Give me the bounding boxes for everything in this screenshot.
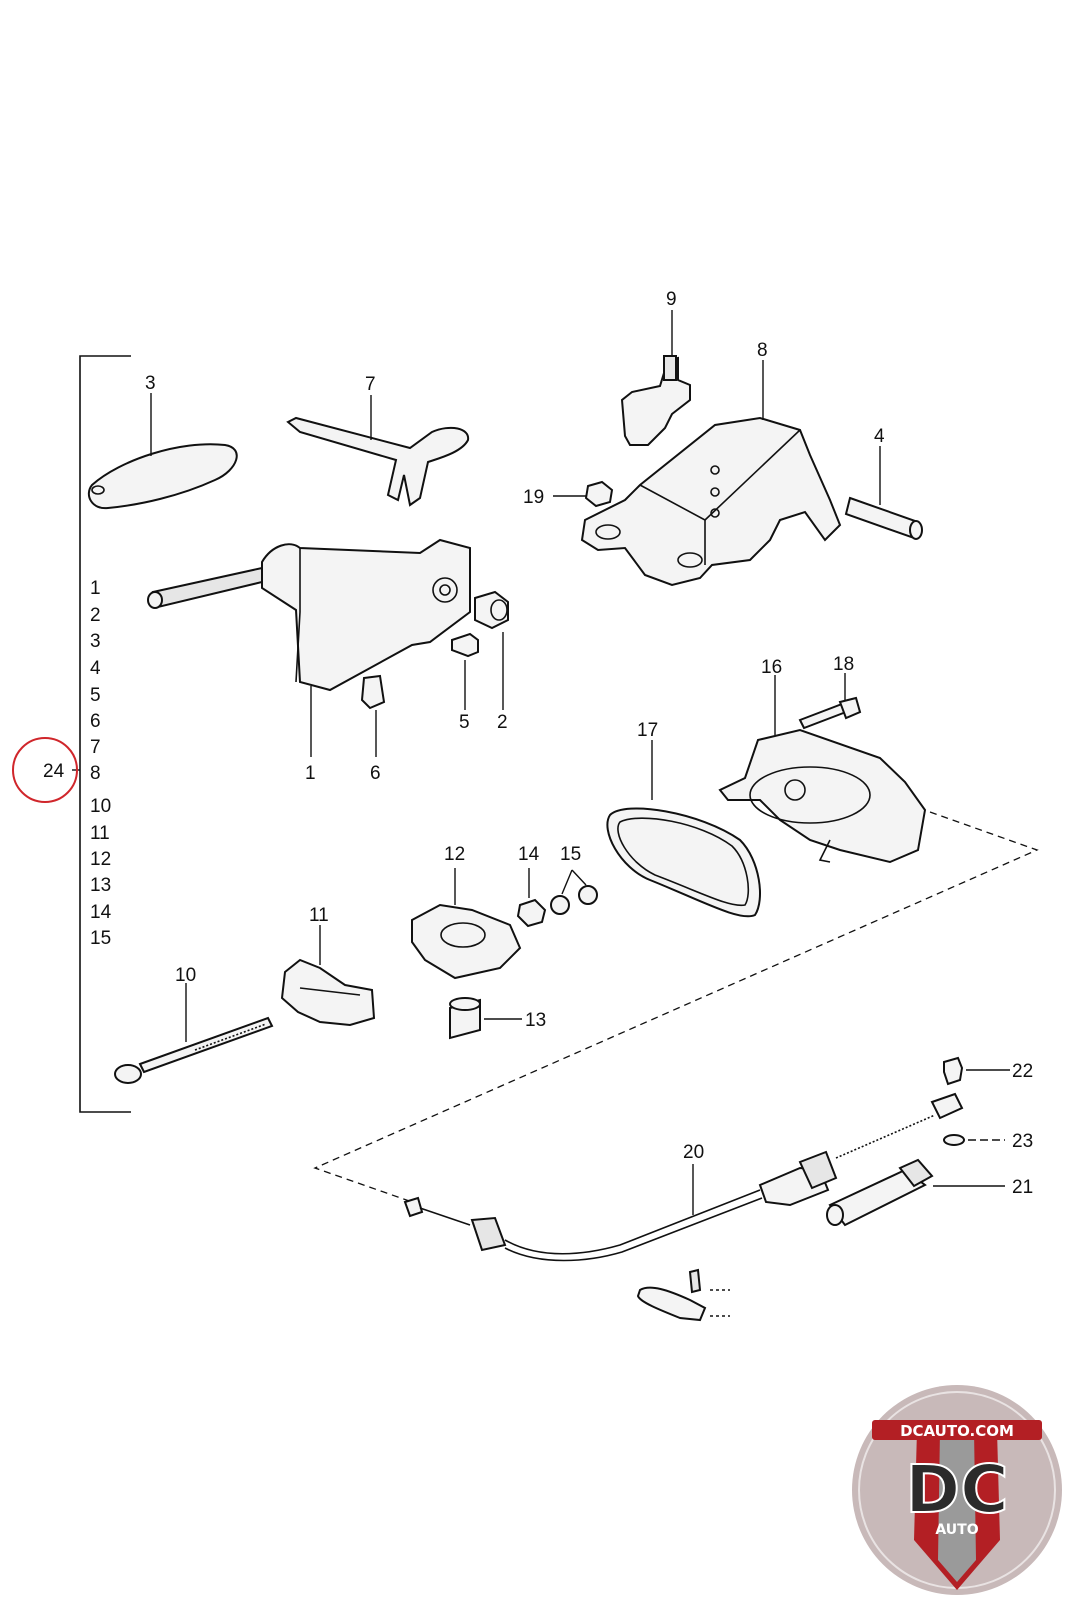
callout-22: 22 (1012, 1061, 1033, 1082)
callout-20: 20 (683, 1142, 704, 1163)
dashed-connection-lines (313, 811, 1039, 1204)
part-14-nut (516, 868, 547, 928)
group-number: 24 (43, 761, 65, 782)
assembly-item: 12 (90, 849, 111, 870)
assembly-item: 10 (90, 796, 111, 817)
part-11-cable-guide (280, 925, 376, 1027)
part-5-bolt (451, 632, 479, 710)
callout-12: 12 (444, 844, 465, 865)
part-1-lever-body (147, 538, 471, 757)
callout-18: 18 (833, 654, 854, 675)
callout-1: 1 (305, 763, 316, 784)
assembly-item: 6 (90, 711, 101, 732)
part-15-lock-nuts (550, 869, 598, 915)
part-12-cable-holder (411, 868, 522, 980)
part-8-mounting-bracket (580, 360, 842, 587)
callout-8: 8 (757, 340, 768, 361)
callout-19: 19 (523, 487, 544, 508)
logo-word: AUTO (935, 1522, 978, 1538)
callout-7: 7 (365, 374, 376, 395)
logo-letters: DC (905, 1451, 1008, 1528)
callout-10: 10 (175, 965, 196, 986)
callout-23: 23 (1012, 1131, 1033, 1152)
part-16-housing (718, 675, 927, 864)
assembly-item: 5 (90, 685, 101, 706)
logo-banner (872, 1420, 1042, 1440)
part-20-cable (403, 1092, 964, 1262)
group-number-marker: 24 (12, 737, 78, 803)
assembly-item: 15 (90, 928, 111, 949)
part-13-sleeve (449, 997, 522, 1040)
part-21-sleeve-tube (826, 1158, 1005, 1227)
assembly-index-list: 1 2 3 4 5 6 7 8 10 11 12 13 14 15 (90, 578, 112, 949)
callout-13: 13 (525, 1010, 546, 1031)
callout-3: 3 (145, 373, 156, 394)
assembly-item: 14 (90, 902, 112, 923)
part-3-handle-grip (87, 393, 238, 510)
callout-21: 21 (1012, 1177, 1033, 1198)
callout-9: 9 (666, 289, 677, 310)
part-23-washer (943, 1134, 1005, 1146)
part-10-threaded-rod (114, 983, 274, 1084)
assembly-item: 4 (90, 658, 101, 679)
part-17-gasket (606, 740, 761, 918)
part-22-bolt (943, 1056, 1010, 1086)
assembly-item: 11 (90, 823, 110, 844)
assembly-item: 2 (90, 605, 101, 626)
dcauto-logo: DCAUTO.COM DC AUTO (852, 1385, 1062, 1595)
callout-17: 17 (637, 720, 658, 741)
part-7-release-lever (286, 395, 470, 507)
part-2-bushing (474, 590, 509, 710)
cable-end-clip (636, 1268, 730, 1322)
part-4-pin (844, 446, 923, 540)
assembly-item: 7 (90, 737, 101, 758)
part-6-clip (360, 674, 386, 757)
assembly-item: 8 (90, 763, 101, 784)
assembly-item: 1 (90, 578, 101, 599)
part-18-bolt (798, 673, 862, 730)
callout-15: 15 (560, 844, 581, 865)
logo-shield-stripe (938, 1430, 976, 1582)
logo-site-text: DCAUTO.COM (900, 1422, 1014, 1440)
assembly-item: 3 (90, 631, 101, 652)
callout-14: 14 (518, 844, 540, 865)
part-9-bracket (620, 310, 691, 446)
callout-6: 6 (370, 763, 381, 784)
callout-16: 16 (761, 657, 782, 678)
callout-4: 4 (874, 426, 885, 447)
assembly-item: 13 (90, 875, 111, 896)
callout-labels: 3 7 9 8 4 19 1 6 5 2 16 18 17 12 14 15 1… (145, 289, 1033, 1198)
callout-5: 5 (459, 712, 470, 733)
callout-11: 11 (309, 905, 329, 926)
callout-2: 2 (497, 712, 508, 733)
part-19-nut (553, 480, 614, 508)
